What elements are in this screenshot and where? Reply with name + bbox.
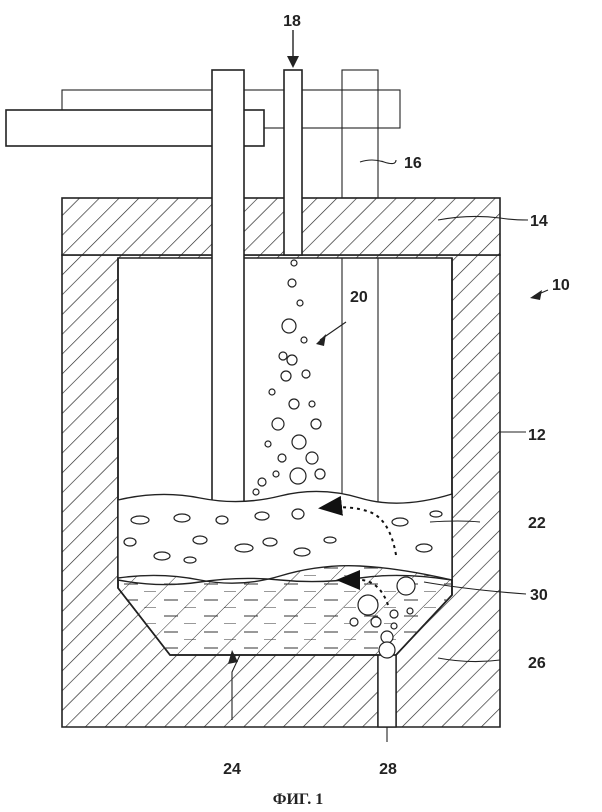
tap-hole (378, 655, 396, 727)
leader-20-arrowhead (316, 334, 326, 346)
lance-18-arrow-head (287, 56, 299, 68)
label-18: 18 (283, 13, 301, 30)
furnace-wall (62, 255, 500, 727)
label-22: 22 (528, 515, 546, 532)
figure-caption: ФИГ. 1 (273, 791, 324, 808)
label-28: 28 (379, 761, 397, 778)
gas-bubbles (253, 260, 325, 495)
electrode (212, 70, 244, 508)
pipe-16 (342, 70, 378, 198)
label-24: 24 (223, 761, 241, 778)
label-30: 30 (530, 587, 548, 604)
furnace-lid (62, 198, 500, 255)
label-12: 12 (528, 427, 546, 444)
label-20: 20 (350, 289, 368, 306)
label-16: 16 (404, 155, 422, 172)
label-14: 14 (530, 213, 548, 230)
lance-18 (284, 70, 302, 255)
leader-10-arrowhead (530, 290, 542, 300)
label-10: 10 (552, 277, 570, 294)
label-26: 26 (528, 655, 546, 672)
